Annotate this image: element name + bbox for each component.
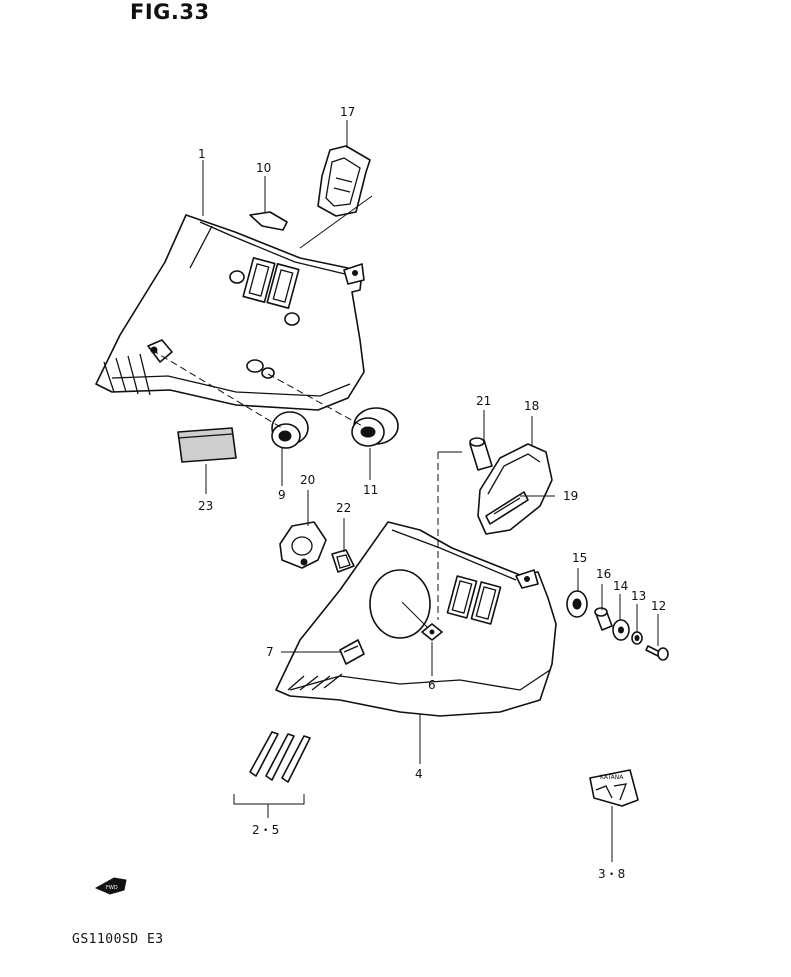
bracket-part-20 <box>279 521 327 569</box>
clip-part-10 <box>249 211 288 231</box>
reflector-part-17 <box>317 145 371 217</box>
grommet-part-9 <box>271 411 309 449</box>
fwd-text: FWD <box>106 885 118 891</box>
plate-part-22 <box>331 549 355 573</box>
callout-16: 16 <box>596 567 611 581</box>
callout-1: 1 <box>198 147 206 161</box>
callout-9: 9 <box>278 488 286 502</box>
callout-2-5: 2・5 <box>252 823 279 837</box>
grommet-part-11 <box>351 407 399 447</box>
callout-labels: 1 10 17 23 9 11 20 22 21 18 19 15 16 14 … <box>198 105 666 881</box>
callout-6: 6 <box>428 678 436 692</box>
callout-7: 7 <box>266 645 274 659</box>
figure-title: FIG.33 <box>130 0 210 24</box>
decals-part-2-5 <box>249 731 311 783</box>
callout-17: 17 <box>340 105 355 119</box>
callout-10: 10 <box>256 161 271 175</box>
model-code: GS1100SD E3 <box>72 932 164 947</box>
washer-part-13 <box>631 631 643 645</box>
callout-13: 13 <box>631 589 646 603</box>
washer-part-14 <box>612 619 630 641</box>
callout-19: 19 <box>563 489 578 503</box>
leader-lines <box>151 120 659 862</box>
emblem-text: KATANA <box>600 774 624 781</box>
callout-15: 15 <box>572 551 587 565</box>
callout-14: 14 <box>613 579 628 593</box>
callout-3-8: 3・8 <box>598 867 625 881</box>
bushing-part-21 <box>469 437 493 471</box>
grommet-part-15 <box>566 590 588 618</box>
forward-arrow-icon: FWD <box>94 877 127 895</box>
collar-part-16 <box>594 607 613 631</box>
lower-side-cover-part-4 <box>275 521 557 717</box>
bolt-part-12 <box>645 645 669 661</box>
callout-20: 20 <box>300 473 315 487</box>
callout-21: 21 <box>476 394 491 408</box>
callout-22: 22 <box>336 501 351 515</box>
katana-emblem-part-3-8: KATANA <box>589 769 639 807</box>
callout-12: 12 <box>651 599 666 613</box>
callout-4: 4 <box>415 767 423 781</box>
callout-18: 18 <box>524 399 539 413</box>
upper-side-cover-part-1 <box>95 214 365 411</box>
callout-11: 11 <box>363 483 378 497</box>
cover-cap-part-18 <box>477 443 553 535</box>
callout-23: 23 <box>198 499 213 513</box>
pad-part-23 <box>177 427 237 463</box>
